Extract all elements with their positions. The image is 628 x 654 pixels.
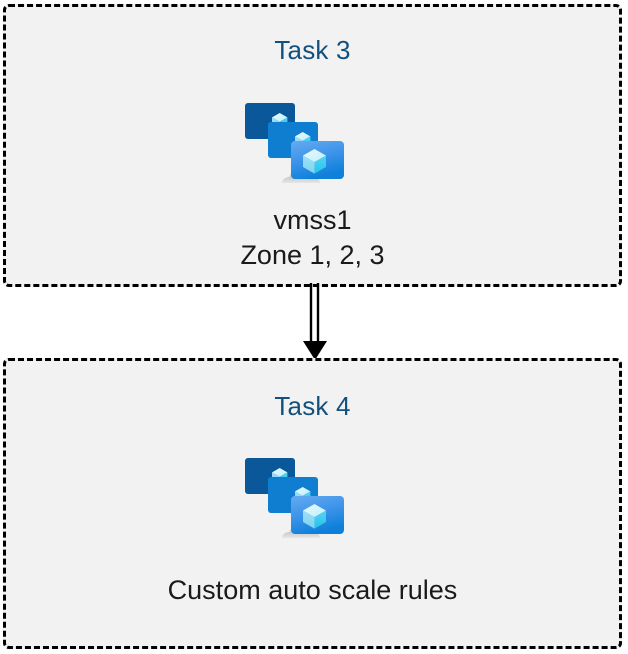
vmss-virtual-machine-scale-set-icon — [245, 455, 355, 550]
task-box-task-3[interactable]: Task 3 — [3, 4, 622, 287]
task-3-title: Task 3 — [274, 35, 351, 65]
double-line-down-arrow-connector — [296, 283, 336, 361]
task-4-caption: Custom auto scale rules — [167, 575, 458, 605]
vmss-virtual-machine-scale-set-icon — [245, 100, 355, 195]
task-box-task-4[interactable]: Task 4 — [3, 358, 622, 649]
task-4-title: Task 4 — [274, 391, 351, 421]
task-3-caption: vmss1 Zone 1, 2, 3 — [240, 205, 385, 270]
